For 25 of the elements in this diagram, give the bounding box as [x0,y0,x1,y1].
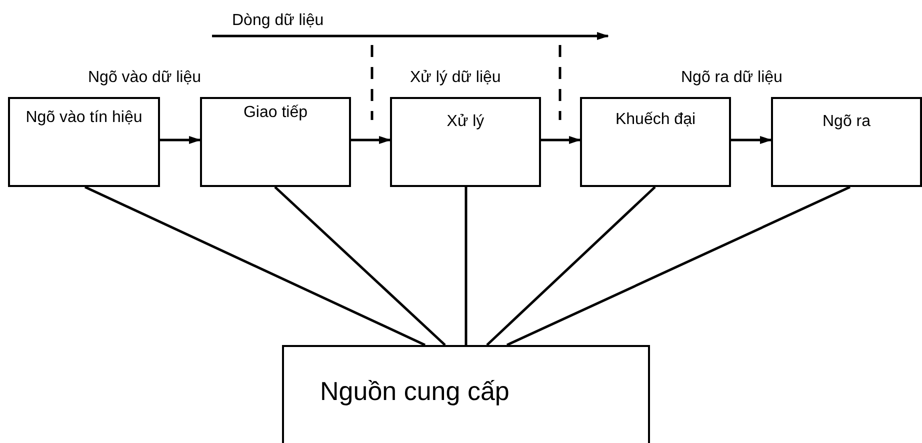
process-box [200,97,351,187]
connector-line [464,187,468,345]
process-box [8,97,160,187]
process-box [390,97,541,187]
connector-line [506,186,851,346]
box-label: Khuếch đại [614,110,697,130]
box-label: Ngõ vào tín hiệu [24,108,144,128]
arrow [541,136,581,144]
arrow [160,136,201,144]
arrow [351,136,391,144]
power-supply-box [282,345,650,443]
connector-line [486,186,656,346]
arrow [731,136,772,144]
stage-label: Ngõ vào dữ liệu [88,69,201,87]
box-label: Xử lý [446,112,486,132]
connector-line [274,186,446,346]
stage-label: Ngõ ra dữ liệu [681,69,782,87]
connector-line [84,186,426,346]
process-box [771,97,922,187]
box-label: Ngõ ra [821,112,872,132]
process-box [580,97,731,187]
stage-label: Xử lý dữ liệu [410,69,501,87]
box-label: Giao tiếp [242,103,309,123]
flow-label: Dòng dữ liệu [232,12,324,30]
box-label: Nguồn cung cấp [319,375,510,407]
